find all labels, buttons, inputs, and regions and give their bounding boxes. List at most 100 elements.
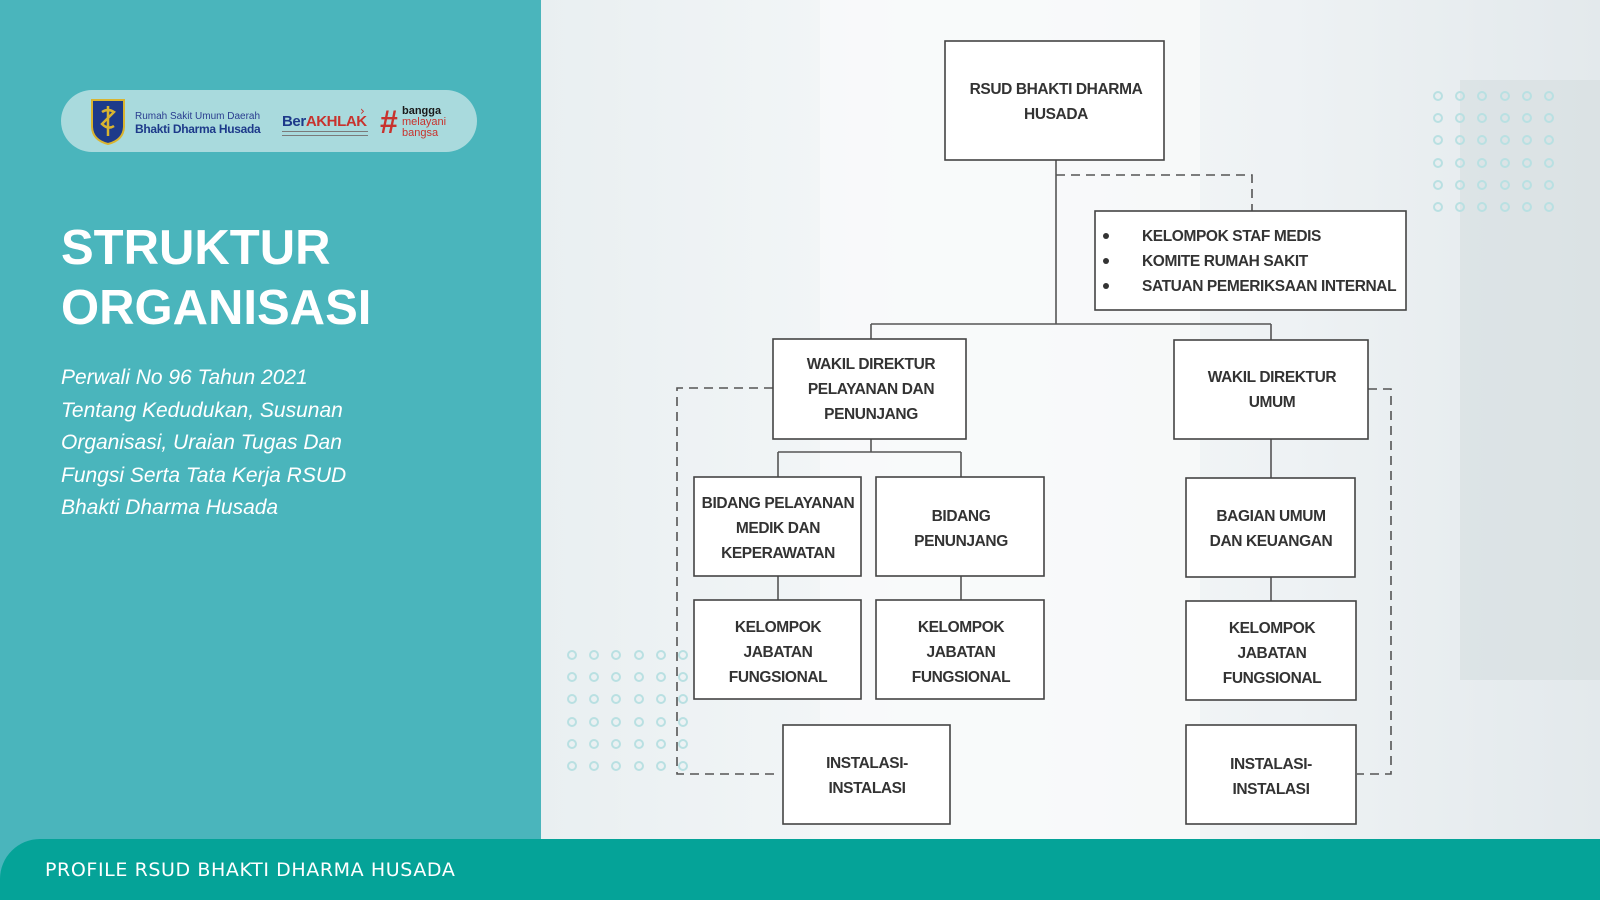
decorative-dot [567, 672, 577, 683]
page-subtitle: Perwali No 96 Tahun 2021 Tentang Keduduk… [61, 362, 391, 525]
decorative-dot [1477, 202, 1488, 212]
box-wadir-pelayanan [772, 338, 967, 440]
decorative-dot [678, 716, 688, 727]
staff-list-item: KELOMPOK STAF MEDIS [1142, 228, 1321, 245]
box-label: PENUNJANG [824, 406, 918, 423]
decorative-dot [1499, 179, 1510, 190]
decorative-dot [633, 761, 644, 771]
hospital-name-small: Rumah Sakit Umum Daerah [135, 111, 261, 122]
decorative-dot [611, 672, 622, 683]
box-label: PENUNJANG [914, 533, 1008, 550]
decorative-dot [611, 716, 622, 727]
decorative-dot [633, 694, 644, 705]
box-label: KEPERAWATAN [721, 545, 835, 562]
box-label: PELAYANAN DAN [808, 381, 934, 398]
page-title: STRUKTUR ORGANISASI [61, 218, 371, 338]
decorative-dot [567, 738, 577, 749]
decorative-dot [1455, 135, 1466, 146]
title-line: STRUKTUR [61, 221, 331, 275]
decorative-dot [567, 761, 577, 771]
decorative-dot [655, 716, 666, 727]
decorative-dot [1455, 202, 1466, 212]
decorative-dot [1499, 91, 1510, 101]
decorative-dot [589, 672, 600, 683]
decorative-dot [1433, 113, 1443, 124]
decorative-dot [678, 761, 688, 771]
decorative-dot [1544, 202, 1554, 212]
berakhlak-main: AKHLAK [305, 113, 367, 130]
box-label: HUSADA [1024, 106, 1088, 123]
box-label: INSTALASI- [826, 755, 908, 772]
subtitle-line: Bhakti Dharma Husada [61, 496, 279, 519]
subtitle-line: Fungsi Serta Tata Kerja RSUD [61, 463, 347, 487]
box-label: INSTALASI [1232, 781, 1309, 798]
decorative-dot [1433, 135, 1443, 146]
box-staff-list [1094, 210, 1407, 311]
hashtag-logo: # [380, 104, 398, 140]
box-label: DAN KEUANGAN [1210, 533, 1333, 550]
chevron-right-icon: › [360, 104, 365, 118]
decorative-dot [655, 694, 666, 705]
bangga-line: melayani [402, 116, 447, 128]
box-label: BIDANG [932, 508, 991, 525]
decorative-dot [1521, 113, 1532, 124]
decorative-dot [678, 650, 688, 660]
decorative-dot [1544, 157, 1554, 168]
decorative-dot [589, 694, 600, 705]
box-instalasi-right [1185, 724, 1357, 825]
box-label: JABATAN [927, 644, 996, 661]
box-label: INSTALASI [828, 780, 905, 797]
decorative-dot [1433, 157, 1443, 168]
decorative-dot [589, 761, 600, 771]
berakhlak-logo: BerAKHLAK [282, 113, 367, 130]
box-kjf-left [693, 599, 862, 700]
box-label: RSUD BHAKTI DHARMA [970, 81, 1143, 98]
decorative-dot [567, 694, 577, 705]
staff-list-item: SATUAN PEMERIKSAAN INTERNAL [1142, 278, 1396, 295]
dashed-connector [1357, 388, 1392, 775]
decorative-dot [1521, 135, 1532, 146]
subtitle-line: Organisasi, Uraian Tugas Dan [61, 431, 342, 454]
decorative-dot [589, 738, 600, 749]
decorative-dot [589, 650, 600, 660]
decorative-dot [1477, 157, 1488, 168]
box-label: FUNGSIONAL [912, 669, 1010, 686]
decorative-dot [611, 650, 622, 660]
decorative-dot [655, 761, 666, 771]
box-label: MEDIK DAN [736, 520, 820, 537]
decorative-dot [1433, 179, 1443, 190]
box-kjf-mid [875, 599, 1045, 700]
box-instalasi-left [782, 724, 951, 825]
decorative-dot [1499, 157, 1510, 168]
decorative-dot [678, 672, 688, 683]
decorative-dot [1499, 135, 1510, 146]
decorative-dot [633, 672, 644, 683]
decorative-dot [1433, 91, 1443, 101]
box-rsud [944, 40, 1165, 161]
bangga-line: bangga [402, 105, 442, 117]
decorative-dot [1477, 179, 1488, 190]
logo-bar [61, 90, 477, 152]
box-label: FUNGSIONAL [729, 669, 827, 686]
footer-bar [0, 839, 1600, 900]
decorative-dot [1455, 179, 1466, 190]
box-label: KELOMPOK [1229, 620, 1317, 637]
box-label: BIDANG PELAYANAN [702, 495, 855, 512]
box-label: WAKIL DIREKTUR [1208, 369, 1337, 386]
subtitle-line: Tentang Kedudukan, Susunan [61, 398, 343, 422]
decorative-dot [611, 738, 622, 749]
footer-title: PROFILE RSUD BHAKTI DHARMA HUSADA [45, 859, 456, 881]
box-label: JABATAN [744, 644, 813, 661]
decorative-dot [655, 738, 666, 749]
staff-list-item: KOMITE RUMAH SAKIT [1142, 253, 1309, 270]
box-label: FUNGSIONAL [1223, 670, 1321, 687]
title-line: ORGANISASI [61, 281, 372, 335]
decorative-dot [633, 716, 644, 727]
bangga-melayani-logo: bangga melayani bangsa [402, 106, 446, 139]
box-label: BAGIAN UMUM [1216, 508, 1325, 525]
decorative-dot [633, 650, 644, 660]
decorative-dot [678, 738, 688, 749]
bullet-icon [1103, 233, 1109, 239]
decorative-dot [1544, 113, 1554, 124]
